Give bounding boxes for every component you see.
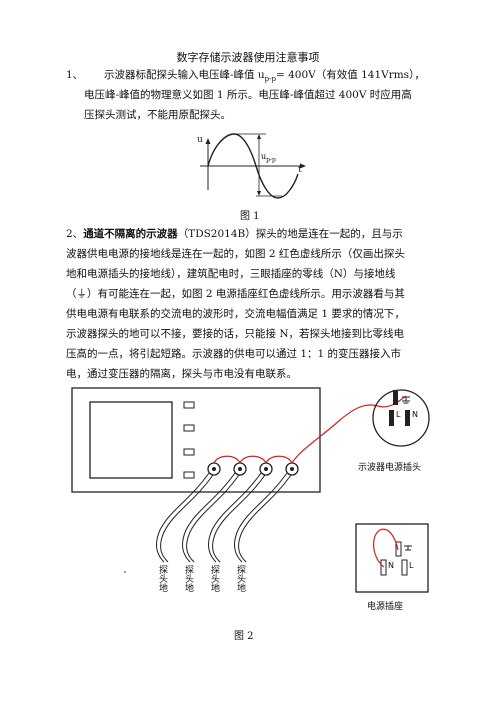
- probe-ground-label: 探头地: [235, 565, 245, 592]
- figure-1-caption: 图 1: [240, 211, 260, 222]
- section-1-line-1: 示波器标配探头输入电压峰-峰值 up-p= 400V（有效值 141Vrms），: [104, 65, 425, 89]
- probe-ground-label: 探头地: [183, 565, 193, 592]
- figure-2-caption: 图 2: [234, 631, 254, 642]
- section-2-number: 2、: [66, 228, 84, 240]
- section-1-line-1-tail: = 400V（有效值 141Vrms），: [275, 69, 425, 81]
- probe-ground-label: 探头地: [157, 565, 167, 592]
- scope-button: [183, 448, 195, 456]
- section-1-subscript: p-p: [264, 75, 276, 84]
- section-1-number: 1、: [66, 69, 84, 81]
- figure-1-upp-label: up-p: [261, 152, 276, 164]
- wall-socket-body: [355, 523, 429, 593]
- figure-1-u-label: u: [197, 135, 203, 145]
- section-2-line-1-rest: （TDS2014B）探头的地是连在一起的，且与示: [177, 228, 403, 240]
- figure-1-upp-sub: p-p: [266, 156, 276, 164]
- socket-L-label: L: [409, 561, 414, 570]
- bnc-connectors: [207, 462, 299, 476]
- ground-link-red: [213, 395, 407, 464]
- scope-button: [183, 424, 195, 432]
- plug-caption: 示波器电源插头: [358, 463, 422, 473]
- scope-power-plug: [372, 389, 430, 447]
- socket-caption: 电源插座: [367, 602, 404, 612]
- section-2-line-6: 示波器探头的地可以不接，要接的话，只能接 N，若探头地接到比零线电: [66, 328, 405, 340]
- section-2-line-1: 2、通道不隔离的示波器（TDS2014B）探头的地是连在一起的，且与示: [66, 224, 403, 244]
- section-2-line-5: 供电电源有电联系的交流电的波形时，交流电幅值满足 1 要求的情况下，: [66, 308, 405, 320]
- pp-arrow-up: [257, 134, 261, 139]
- probe-cables: [156, 472, 292, 563]
- section-2-line-2: 波器供电电源的接地线是连在一起的，如图 2 红色虚线所示（仅画出探头: [66, 248, 405, 260]
- section-2-line-8: 电，通过变压器的隔离，探头与市电没有电联系。: [66, 368, 297, 380]
- stray-dot: [124, 571, 126, 573]
- figure-2-diagram: [71, 387, 430, 593]
- section-2-line-3: 地和电源插头的接地线），建筑配电时，三眼插座的零线（N）与接地线: [66, 268, 396, 280]
- plug-L-label: L: [396, 410, 401, 419]
- scope-button: [183, 401, 195, 409]
- figure-1-upp-main: u: [261, 152, 267, 161]
- pp-arrow-down: [257, 191, 261, 196]
- socket-neutral-ground-link-red: [373, 528, 399, 568]
- t-axis-arrow: [300, 163, 306, 169]
- figure-1-sine-plot: [200, 133, 306, 199]
- figure-1-t-label: t: [298, 165, 302, 175]
- oscilloscope-screen: [89, 401, 173, 479]
- oscilloscope-body: [71, 387, 321, 493]
- probe-ground-label: 探头地: [209, 565, 219, 592]
- section-1-line-1-text: 示波器标配探头输入电压峰-峰值 u: [104, 69, 265, 81]
- page-title: 数字存储示波器使用注意事项: [176, 51, 320, 64]
- sine-wave: [207, 133, 299, 199]
- scope-button: [183, 471, 195, 479]
- section-2-line-4: （⏚）有可能连在一起，如图 2 电源插座红色虚线所示。用示波器看与其: [66, 288, 405, 300]
- section-1-line-3: 压探头测试，不能用原配探头。: [84, 109, 231, 121]
- section-2-line-7: 压高的一点，将引起短路。示波器的供电可以通过 1：1 的变压器接入市: [66, 348, 402, 360]
- u-axis-arrow: [205, 138, 211, 144]
- section-2-emphasis: 通道不隔离的示波器: [83, 228, 178, 240]
- section-1-line-2: 电压峰-峰值的物理意义如图 1 所示。电压峰-峰值超过 400V 时应用高: [84, 89, 412, 101]
- wall-socket-pins: [380, 541, 412, 576]
- socket-N-label: N: [388, 561, 394, 570]
- plug-N-label: N: [412, 410, 418, 419]
